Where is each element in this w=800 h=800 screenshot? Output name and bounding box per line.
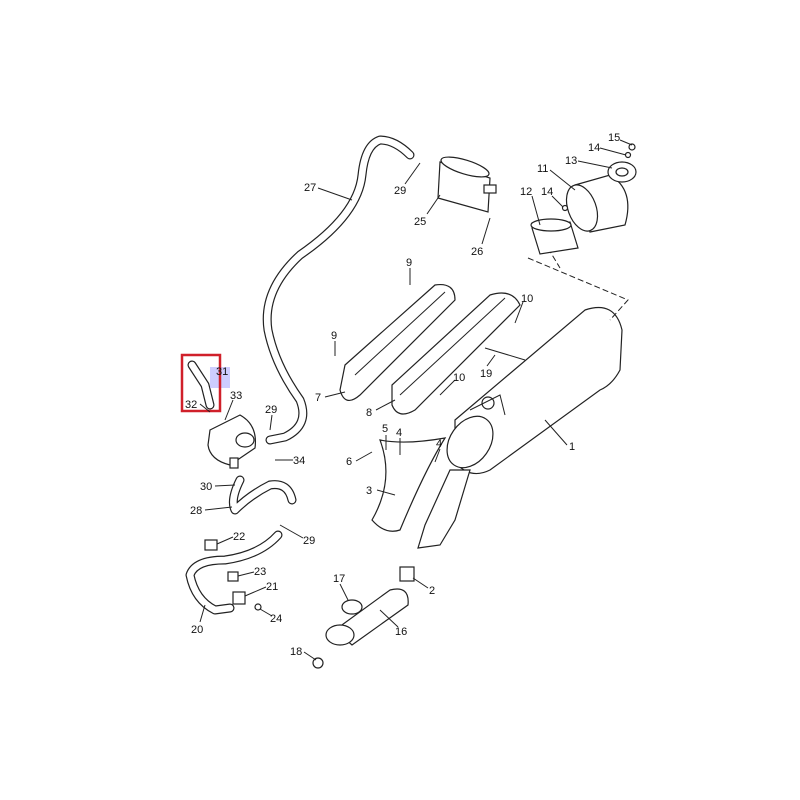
callout-6[interactable]: 6 (346, 456, 352, 468)
bracket-part-21 (232, 591, 246, 605)
heat-shield-part-7 (339, 283, 456, 401)
callout-28[interactable]: 28 (190, 505, 202, 517)
pipe-part-22 (204, 539, 218, 551)
air-pump-part-33 (207, 414, 257, 469)
bolt-part-19 (484, 347, 526, 361)
callout-10[interactable]: 10 (521, 293, 533, 305)
callout-29[interactable]: 29 (265, 404, 277, 416)
callout-27[interactable]: 27 (304, 182, 316, 194)
callout-3[interactable]: 3 (366, 485, 372, 497)
callout-24[interactable]: 24 (270, 613, 282, 625)
callout-9[interactable]: 9 (406, 257, 412, 269)
callout-21[interactable]: 21 (266, 581, 278, 593)
callout-29[interactable]: 29 (394, 185, 406, 197)
callout-19[interactable]: 19 (480, 368, 492, 380)
end-cap-part-11 (565, 174, 629, 233)
leader-lines (199, 139, 633, 661)
callout-4[interactable]: 4 (436, 438, 442, 450)
callout-18[interactable]: 18 (290, 646, 302, 658)
callout-12[interactable]: 12 (520, 186, 532, 198)
callout-22[interactable]: 22 (233, 531, 245, 543)
washer-part-14 (624, 151, 632, 159)
nut-part-18 (312, 657, 324, 669)
callout-9[interactable]: 9 (331, 330, 337, 342)
callout-34[interactable]: 34 (293, 455, 305, 467)
callout-7[interactable]: 7 (315, 392, 321, 404)
callout-20[interactable]: 20 (191, 624, 203, 636)
callout-1[interactable]: 1 (569, 441, 575, 453)
heat-shield-part-3 (371, 437, 447, 532)
callout-16[interactable]: 16 (395, 626, 407, 638)
callout-11[interactable]: 11 (537, 163, 548, 175)
heat-shield-part-8 (391, 292, 521, 415)
washer-part-14 (561, 204, 569, 212)
callout-14[interactable]: 14 (588, 142, 600, 154)
callout-33[interactable]: 33 (230, 390, 242, 402)
callout-13[interactable]: 13 (565, 155, 577, 167)
callout-32[interactable]: 32 (185, 399, 197, 411)
callout-29[interactable]: 29 (303, 535, 315, 547)
header-pipe (417, 469, 471, 549)
flange (325, 624, 355, 646)
callout-15[interactable]: 15 (608, 132, 620, 144)
callout-labels: 15 14 13 11 12 14 27 29 25 26 9 10 9 19 … (185, 132, 620, 658)
muffler-part-1 (446, 306, 623, 475)
bolt-part-15 (628, 143, 636, 151)
callout-30[interactable]: 30 (200, 481, 212, 493)
hose-part-27 (262, 135, 415, 445)
highlight-box (180, 353, 222, 413)
callout-5[interactable]: 5 (382, 423, 388, 435)
callout-8[interactable]: 8 (366, 407, 372, 419)
callout-26[interactable]: 26 (471, 246, 483, 258)
gasket-part-17 (341, 599, 363, 615)
callout-23[interactable]: 23 (254, 566, 266, 578)
canister-part-25 (437, 156, 497, 213)
ring-part-12 (530, 218, 579, 255)
joint-part-2 (399, 566, 415, 582)
screw-part-24 (254, 603, 262, 611)
callout-17[interactable]: 17 (333, 573, 345, 585)
pipe-part-23 (227, 571, 239, 582)
callout-2[interactable]: 2 (429, 585, 435, 597)
gasket-part-13 (607, 161, 637, 183)
assembly-guide-line (527, 257, 629, 321)
callout-14[interactable]: 14 (541, 186, 553, 198)
callout-10[interactable]: 10 (453, 372, 465, 384)
callout-4[interactable]: 4 (396, 427, 402, 439)
callout-25[interactable]: 25 (414, 216, 426, 228)
callout-31[interactable]: 31 (216, 366, 228, 378)
